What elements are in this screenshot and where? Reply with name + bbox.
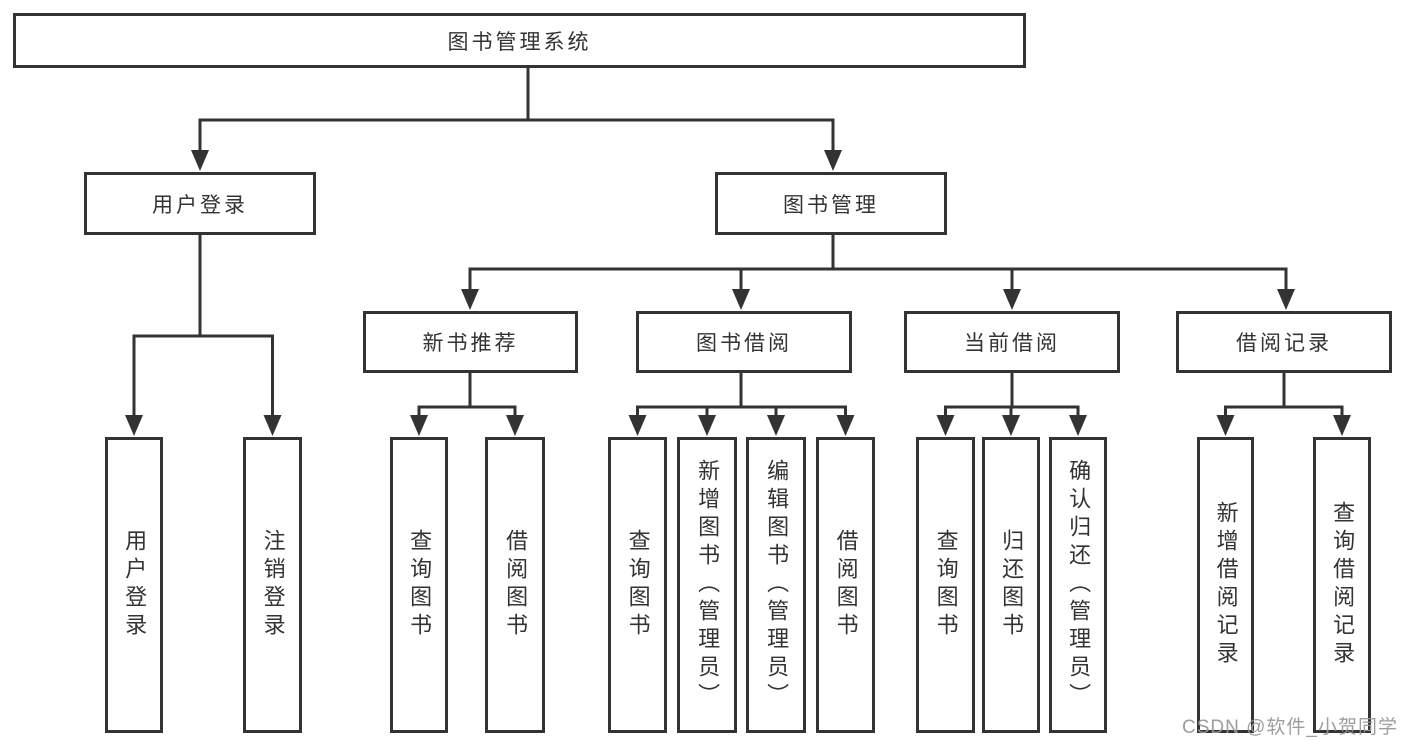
node-label: 确认归还（管理员） <box>1066 459 1092 711</box>
leaf-logout: 注销登录 <box>243 437 302 733</box>
leaf-query-books-recommend: 查询图书 <box>390 437 448 733</box>
csdn-watermark: CSDN @软件_小贺同学 <box>1182 717 1398 738</box>
node-label: 查询图书 <box>933 529 959 641</box>
node-label: 新书推荐 <box>422 332 519 355</box>
node-root-system: 图书管理系统 <box>13 13 1026 68</box>
node-book-borrowing: 图书借阅 <box>636 311 852 373</box>
node-label: 借阅图书 <box>503 529 529 641</box>
leaf-return-book: 归还图书 <box>982 437 1040 733</box>
node-label: 新增图书（管理员） <box>695 459 721 711</box>
node-label: 编辑图书（管理员） <box>764 459 790 711</box>
node-label: 查询借阅记录 <box>1330 501 1356 669</box>
arrowheads <box>125 150 1351 436</box>
leaf-query-books-borrowing: 查询图书 <box>608 437 667 733</box>
node-label: 用户登录 <box>122 529 148 641</box>
leaf-edit-book-admin: 编辑图书（管理员） <box>746 437 806 733</box>
node-book-management: 图书管理 <box>715 172 947 235</box>
leaf-add-borrow-record: 新增借阅记录 <box>1197 437 1254 733</box>
node-borrowing-records: 借阅记录 <box>1176 311 1392 373</box>
node-label: 查询图书 <box>625 529 651 641</box>
node-label: 用户登录 <box>152 193 248 217</box>
node-label: 注销登录 <box>260 529 286 641</box>
node-label: 借阅图书 <box>833 529 859 641</box>
leaf-confirm-return-admin: 确认归还（管理员） <box>1049 437 1107 733</box>
leaf-borrow-books-borrowing: 借阅图书 <box>816 437 875 733</box>
node-current-borrowing: 当前借阅 <box>904 311 1120 373</box>
node-label: 当前借阅 <box>964 332 1060 355</box>
leaf-query-borrow-record: 查询借阅记录 <box>1313 437 1371 733</box>
node-label: 借阅记录 <box>1236 332 1332 355</box>
node-label: 查询图书 <box>407 529 433 641</box>
leaf-query-books-current: 查询图书 <box>916 437 975 733</box>
node-label: 图书借阅 <box>696 332 792 355</box>
leaf-add-book-admin: 新增图书（管理员） <box>677 437 737 733</box>
node-label: 图书管理 <box>783 193 879 217</box>
node-label: 归还图书 <box>999 529 1025 641</box>
node-new-book-recommendation: 新书推荐 <box>363 311 578 373</box>
leaf-borrow-books-recommend: 借阅图书 <box>485 437 545 733</box>
node-label: 新增借阅记录 <box>1213 501 1239 669</box>
leaf-user-login: 用户登录 <box>105 437 163 733</box>
node-user-login: 用户登录 <box>84 172 316 235</box>
node-label: 图书管理系统 <box>447 30 592 54</box>
